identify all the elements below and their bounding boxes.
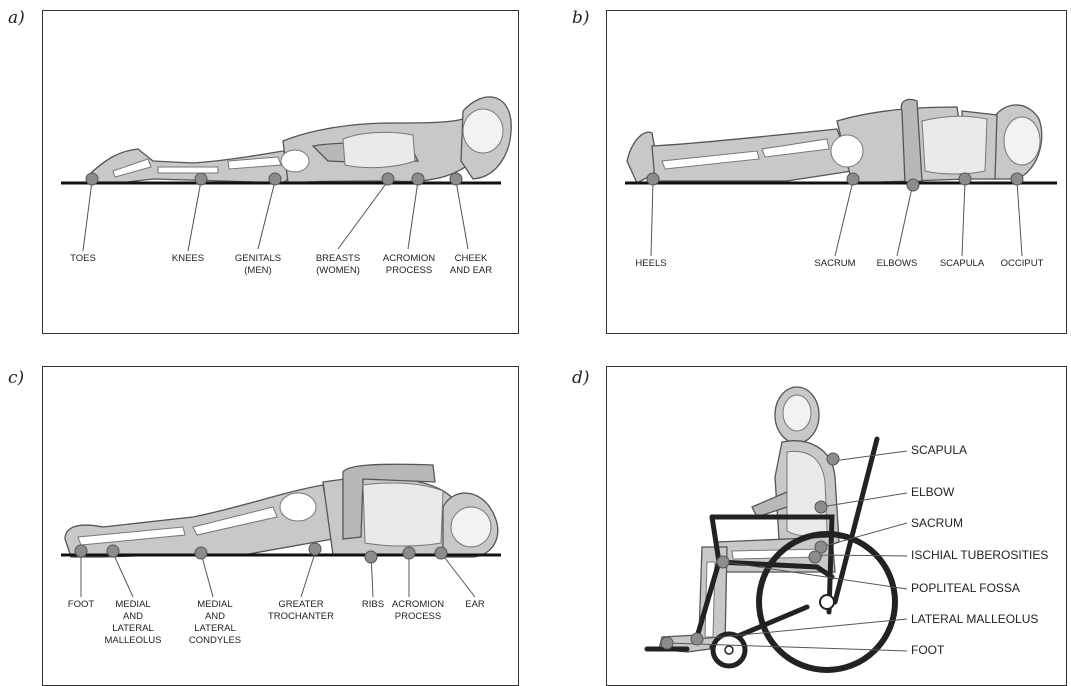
rear-wheel-hub [820, 595, 834, 609]
label-cheek-and-ear: CHEEK AND EAR [450, 253, 492, 277]
toes-marker [86, 173, 98, 185]
ear-marker [435, 547, 447, 559]
condyles-marker [195, 547, 207, 559]
popliteal-marker [717, 556, 729, 568]
wheelchair-figure-illustration [607, 367, 1067, 686]
cheek-marker [450, 173, 462, 185]
malleolus-marker [691, 633, 703, 645]
knees-marker [195, 173, 207, 185]
front-caster-hub [725, 646, 733, 654]
label-toes: TOES [70, 253, 96, 265]
label-occiput: OCCIPUT [1001, 258, 1044, 270]
label-popliteal-fossa: POPLITEAL FOSSA [911, 581, 1020, 595]
label-breasts: BREASTS (WOMEN) [316, 253, 360, 277]
scapula-marker [827, 453, 839, 465]
label-sacrum: SACRUM [911, 516, 963, 530]
label-ear: EAR [465, 599, 485, 611]
panel-d-seated: SCAPULA ELBOW SACRUM ISCHIAL TUBEROSITIE… [606, 366, 1067, 686]
label-acromion-process: ACROMION PROCESS [392, 599, 444, 623]
label-ischial-tuberosities: ISCHIAL TUBEROSITIES [911, 548, 1048, 562]
panel-d-letter: d) [572, 368, 590, 388]
label-heels: HEELS [635, 258, 666, 270]
label-knees: KNEES [172, 253, 204, 265]
panel-a-prone: TOES KNEES GENITALS (MEN) BREASTS (WOMEN… [42, 10, 519, 334]
label-acromion-process: ACROMION PROCESS [383, 253, 435, 277]
elbow-marker [815, 501, 827, 513]
panel-b-supine: HEELS SACRUM ELBOWS SCAPULA OCCIPUT [606, 10, 1067, 334]
label-medial-lateral-condyles: MEDIAL AND LATERAL CONDYLES [189, 599, 241, 647]
trochanter-marker [309, 543, 321, 555]
panel-c-lateral: FOOT MEDIAL AND LATERAL MALLEOLUS MEDIAL… [42, 366, 519, 686]
supine-figure-illustration [607, 11, 1067, 334]
malleolus-marker [107, 545, 119, 557]
scapula-marker [959, 173, 971, 185]
label-genitals: GENITALS (MEN) [235, 253, 281, 277]
label-ribs: RIBS [362, 599, 384, 611]
label-elbow: ELBOW [911, 485, 954, 499]
label-scapula: SCAPULA [940, 258, 984, 270]
foot-marker [661, 637, 673, 649]
prone-figure-illustration [43, 11, 519, 334]
label-sacrum: SACRUM [814, 258, 855, 270]
ischial-marker [809, 551, 821, 563]
ribs-marker [365, 551, 377, 563]
label-foot: FOOT [68, 599, 94, 611]
panel-b-letter: b) [572, 8, 590, 28]
sacrum-marker [847, 173, 859, 185]
heels-marker [647, 173, 659, 185]
genitals-marker [269, 173, 281, 185]
label-elbows: ELBOWS [877, 258, 918, 270]
label-lateral-malleolus: LATERAL MALLEOLUS [911, 612, 1038, 626]
label-scapula: SCAPULA [911, 443, 967, 457]
elbows-marker [907, 179, 919, 191]
label-greater-trochanter: GREATER TROCHANTER [268, 599, 334, 623]
panel-a-letter: a) [8, 8, 25, 28]
acromion-marker [412, 173, 424, 185]
foot-marker [75, 545, 87, 557]
label-medial-lateral-malleolus: MEDIAL AND LATERAL MALLEOLUS [104, 599, 161, 647]
acromion-marker [403, 547, 415, 559]
label-foot: FOOT [911, 643, 944, 657]
occiput-marker [1011, 173, 1023, 185]
breasts-marker [382, 173, 394, 185]
panel-c-letter: c) [8, 368, 24, 388]
